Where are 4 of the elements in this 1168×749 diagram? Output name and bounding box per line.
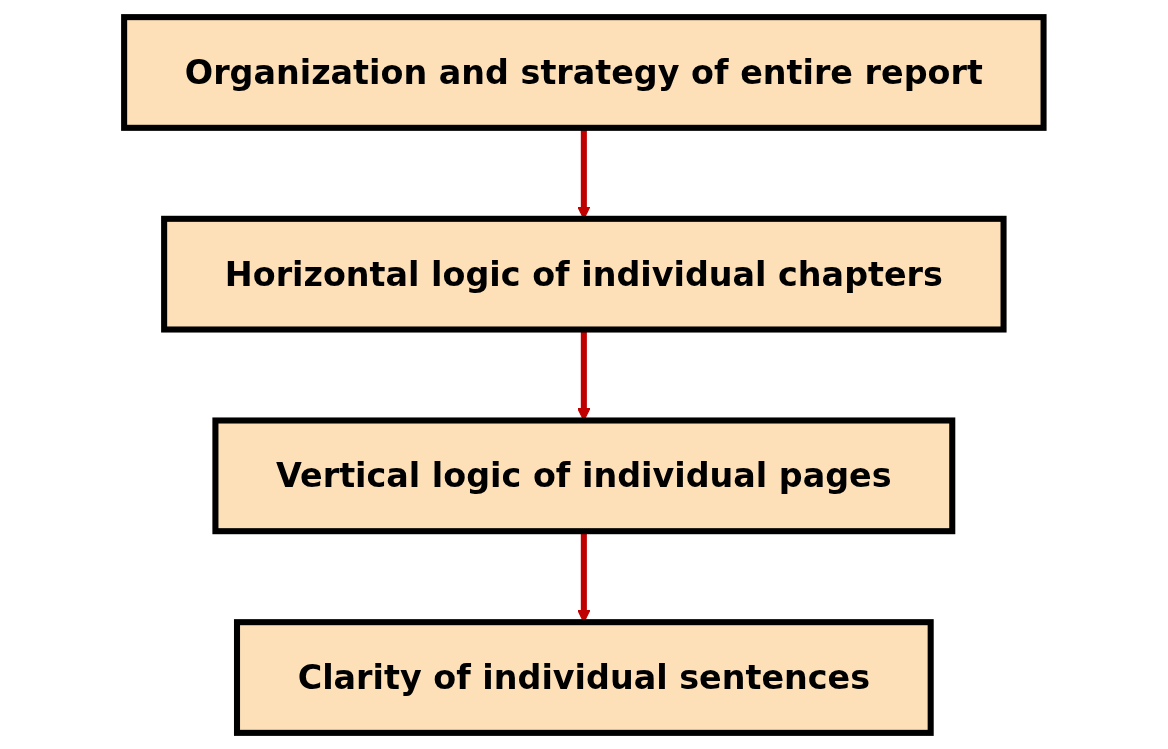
- node-box: Clarity of individual sentences: [234, 618, 934, 736]
- node-box: Vertical logic of individual pages: [212, 416, 956, 534]
- node-box: Organization and strategy of entire report: [121, 13, 1047, 131]
- node-box: Horizontal logic of individual chapters: [161, 215, 1007, 333]
